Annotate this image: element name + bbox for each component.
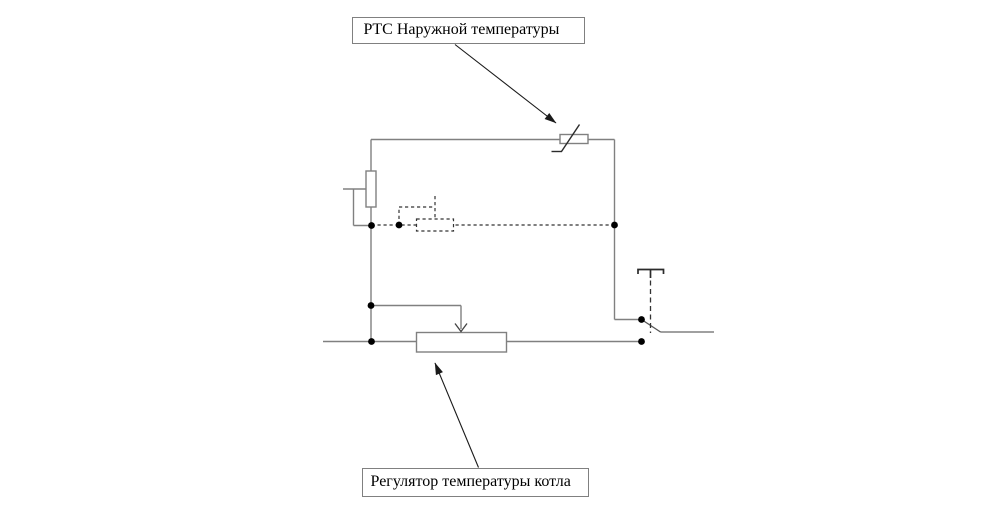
junction-dot <box>368 222 375 229</box>
circuit-wires <box>323 138 714 343</box>
wiper-arrow-icon <box>454 323 468 333</box>
mechanical-link <box>371 196 615 232</box>
junction-dot <box>638 316 645 323</box>
ptc-strike-diagonal <box>560 124 581 152</box>
junction-dot <box>368 338 375 345</box>
ptc-thermistor-icon <box>551 124 589 153</box>
ptc-body <box>559 133 589 145</box>
junction-dot <box>367 302 375 309</box>
resistor-body <box>365 170 377 208</box>
contact-switch-icon <box>637 268 665 333</box>
outdoor-sensor-callout-arrow <box>454 44 557 124</box>
outdoor-sensor-label: PTC Наружной температуры <box>363 21 560 38</box>
junction-dot <box>395 221 403 229</box>
boiler-regulator-callout-arrow <box>434 362 480 468</box>
mechanical-link-box <box>415 218 455 232</box>
boiler-regulator-label: Регулятор температуры котла <box>370 473 571 490</box>
outdoor-sensor-callout-box: PTC Наружной температуры <box>351 16 585 44</box>
potentiometer-icon <box>371 304 508 353</box>
junction-dots <box>367 221 645 345</box>
boiler-regulator-callout-box: Регулятор температуры котла <box>361 467 589 497</box>
junction-dot <box>638 338 645 345</box>
potentiometer-body <box>415 331 508 353</box>
junction-dot <box>611 221 618 229</box>
